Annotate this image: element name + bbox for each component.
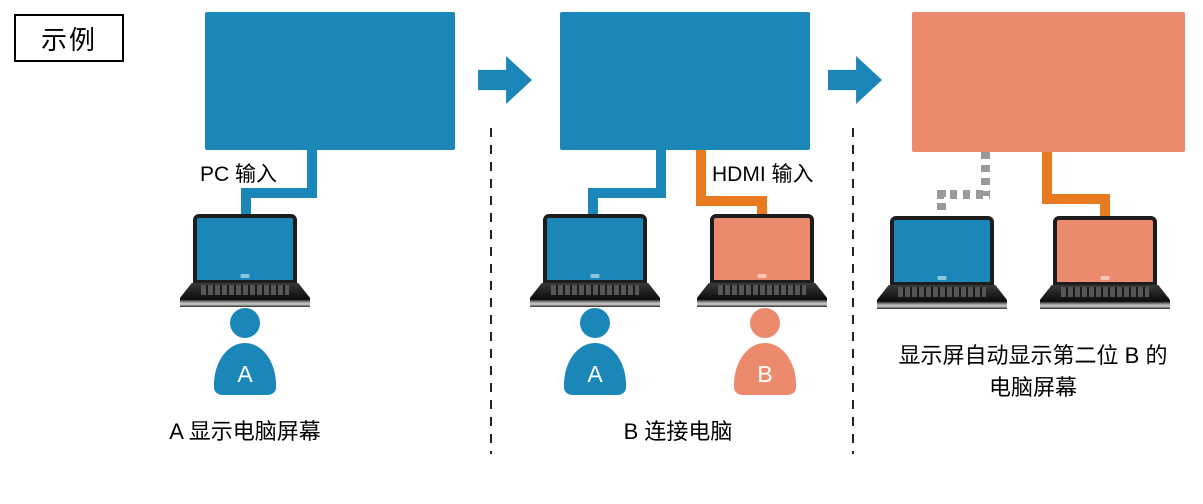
hdmi-cable-segment	[1042, 152, 1052, 204]
laptop-b-keyboard	[1040, 285, 1170, 309]
inactive-cable-segment	[937, 190, 946, 218]
person-a-label: A	[587, 361, 603, 387]
hdmi-cable-segment	[696, 196, 767, 206]
display-screen-2	[560, 12, 810, 150]
panel-separator	[490, 128, 492, 454]
hdmi-cable-segment	[1100, 194, 1110, 222]
person-b-icon: B	[734, 308, 796, 395]
hdmi-input-label: HDMI 输入	[712, 163, 814, 186]
laptop-b-keyboard	[697, 283, 827, 307]
laptop-b-screen	[1053, 216, 1157, 286]
hdmi-cable-segment	[696, 150, 706, 206]
laptop-a-keyboard	[877, 285, 1007, 309]
laptop-a-icon	[530, 214, 660, 307]
laptop-a-screen	[543, 214, 647, 284]
laptop-a-icon	[877, 216, 1007, 309]
pc-cable-segment	[656, 150, 666, 198]
pc-input-label: PC 输入	[200, 163, 278, 186]
pc-cable-segment	[588, 188, 666, 198]
laptop-a-keyboard	[530, 283, 660, 307]
example-label-box: 示例	[14, 14, 124, 62]
example-label: 示例	[40, 24, 97, 55]
panel-separator	[852, 128, 854, 454]
inactive-cable-segment	[937, 190, 990, 199]
laptop-b-icon	[697, 214, 827, 307]
pc-cable-segment	[588, 188, 598, 218]
laptop-a-screen	[890, 216, 994, 286]
step-3-caption-line-1: 显示屏自动显示第二位 B 的	[898, 343, 1168, 368]
pc-cable-segment	[241, 188, 317, 198]
step-3-caption-line-2: 电脑屏幕	[988, 375, 1077, 400]
person-a-icon: A	[564, 308, 626, 395]
pc-cable-segment	[307, 150, 317, 198]
laptop-b-screen	[710, 214, 814, 284]
step-3-caption: 显示屏自动显示第二位 B 的 电脑屏幕	[870, 340, 1196, 404]
step-2-caption: B 连接电脑	[623, 419, 733, 444]
person-b-head	[750, 308, 780, 338]
person-a-label: A	[237, 361, 253, 387]
person-a-icon: A	[214, 308, 276, 395]
display-screen-3	[912, 12, 1185, 152]
person-a-head	[230, 308, 260, 338]
person-b-label: B	[757, 361, 773, 387]
hdmi-cable-segment	[1042, 194, 1110, 204]
laptop-a-screen	[193, 214, 297, 284]
step-1-caption: A 显示电脑屏幕	[169, 419, 321, 444]
laptop-b-icon	[1040, 216, 1170, 309]
inactive-cable-segment	[981, 152, 990, 196]
laptop-a-keyboard	[180, 283, 310, 307]
display-screen-1	[205, 12, 455, 150]
hdmi-cable-segment	[757, 196, 767, 222]
person-a-head	[580, 308, 610, 338]
laptop-a-icon	[180, 214, 310, 307]
pc-cable-segment	[241, 188, 251, 218]
